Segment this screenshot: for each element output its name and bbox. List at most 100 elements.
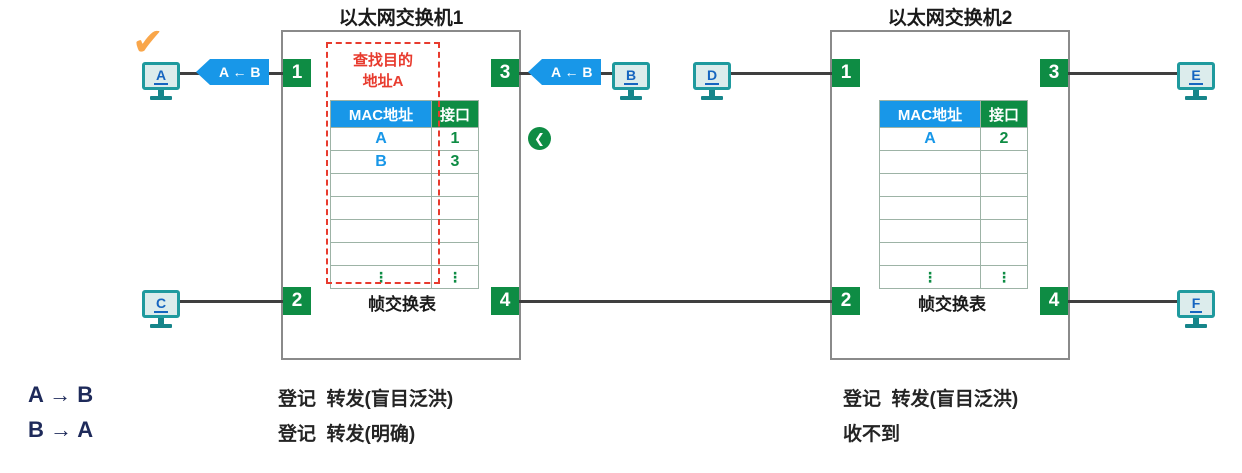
checkmark-icon: ✔ <box>132 22 164 64</box>
monitor-stand <box>158 318 164 324</box>
switch1-port-1: 1 <box>283 59 311 87</box>
host-f-label: F <box>1189 294 1203 313</box>
table-cell <box>879 219 981 243</box>
table-row <box>330 219 479 243</box>
table-row <box>879 242 1028 266</box>
switch2-table-header-mac: MAC地址 <box>879 100 981 128</box>
note-a-to-b: A → B <box>28 382 94 407</box>
monitor-icon: F <box>1177 290 1215 318</box>
monitor-base <box>1185 324 1207 328</box>
monitor-base <box>150 324 172 328</box>
table-cell <box>980 219 1028 243</box>
note-switch1-row1: 登记 转发(盲目泛洪) <box>278 389 454 410</box>
note-b-to-a: B → A <box>28 417 94 442</box>
table-cell: B <box>330 150 432 174</box>
monitor-stand <box>1193 90 1199 96</box>
table-row: ⋮ ⋮ <box>330 265 479 289</box>
switch2-mac-table: MAC地址 接口 A 2 ⋮ ⋮ <box>879 100 1028 289</box>
switch1-title: 以太网交换机1 <box>338 8 464 29</box>
table-row <box>330 242 479 266</box>
monitor-stand <box>158 90 164 96</box>
host-b-label: B <box>623 66 639 85</box>
link-sw2port3-hoste <box>1068 72 1178 75</box>
monitor-base <box>701 96 723 100</box>
table-cell <box>431 196 479 220</box>
switch2-title: 以太网交换机2 <box>887 8 1013 29</box>
table-cell <box>980 150 1028 174</box>
switch1-port-3: 3 <box>491 59 519 87</box>
note-switch1-row2: 登记 转发(明确) <box>278 424 416 445</box>
table-cell <box>330 196 432 220</box>
switch2-port-1: 1 <box>832 59 860 87</box>
table-row <box>879 150 1028 174</box>
monitor-stand <box>1193 318 1199 324</box>
table-row: B 3 <box>330 150 479 174</box>
table-cell <box>879 196 981 220</box>
monitor-icon: B <box>612 62 650 90</box>
table-cell <box>980 242 1028 266</box>
host-d-label: D <box>704 66 720 85</box>
table-cell <box>980 173 1028 197</box>
switch1-table-header-port: 接口 <box>431 100 479 128</box>
table-cell <box>330 219 432 243</box>
host-a-label: A <box>153 66 169 85</box>
monitor-icon: D <box>693 62 731 90</box>
switch2-port-2: 2 <box>832 287 860 315</box>
frame-arrow-to-switch1-label: A ← B <box>542 59 602 85</box>
table-row: ⋮ ⋮ <box>879 265 1028 289</box>
switch1-port-2: 2 <box>283 287 311 315</box>
link-hostd-sw2port1 <box>730 72 832 75</box>
switch1-table-header-mac: MAC地址 <box>330 100 432 128</box>
frame-arrow-to-a-label: A ← B <box>210 59 270 85</box>
table-row <box>330 173 479 197</box>
switch1-mac-table: MAC地址 接口 A 1 B 3 ⋮ ⋮ <box>330 100 479 289</box>
link-sw1port4-sw2port2 <box>519 300 832 303</box>
host-d: D <box>693 62 731 100</box>
switch1-port-4: 4 <box>491 287 519 315</box>
link-sw2port4-hostf <box>1068 300 1178 303</box>
table-cell <box>980 196 1028 220</box>
table-cell: ⋮ <box>980 265 1028 289</box>
table-cell: ⋮ <box>431 265 479 289</box>
frame-arrow-to-a: A ← B <box>196 59 270 85</box>
monitor-icon: C <box>142 290 180 318</box>
table-row <box>879 196 1028 220</box>
table-cell: A <box>879 127 981 151</box>
note-switch2-row1: 登记 转发(盲目泛洪) <box>843 389 1019 410</box>
table-cell <box>879 173 981 197</box>
table-row <box>330 196 479 220</box>
table-cell <box>879 242 981 266</box>
host-a: A <box>142 62 180 100</box>
host-c-label: C <box>153 294 169 313</box>
frame-arrow-to-switch1: A ← B <box>528 59 602 85</box>
table-cell: ⋮ <box>330 265 432 289</box>
host-c: C <box>142 290 180 328</box>
table-cell: 3 <box>431 150 479 174</box>
table-cell: 2 <box>980 127 1028 151</box>
note-switch2-row2: 收不到 <box>843 424 901 445</box>
table-row: A 1 <box>330 127 479 151</box>
table-cell <box>330 173 432 197</box>
host-e-label: E <box>1189 66 1203 85</box>
table-cell: ⋮ <box>879 265 981 289</box>
table-cell <box>431 242 479 266</box>
monitor-base <box>150 96 172 100</box>
monitor-icon: E <box>1177 62 1215 90</box>
arrow-left-tip-icon <box>196 59 210 85</box>
table-row: A 2 <box>879 127 1028 151</box>
monitor-stand <box>628 90 634 96</box>
table-cell <box>330 242 432 266</box>
table-cell: A <box>330 127 432 151</box>
chevron-left-icon: ❮ <box>528 127 551 150</box>
switch2-table-header-port: 接口 <box>980 100 1028 128</box>
host-f: F <box>1177 290 1215 328</box>
switch2-port-4: 4 <box>1040 287 1068 315</box>
table-row <box>879 219 1028 243</box>
monitor-base <box>620 96 642 100</box>
monitor-stand <box>709 90 715 96</box>
monitor-base <box>1185 96 1207 100</box>
host-e: E <box>1177 62 1215 100</box>
link-hostc-port2 <box>176 300 283 303</box>
host-b: B <box>612 62 650 100</box>
